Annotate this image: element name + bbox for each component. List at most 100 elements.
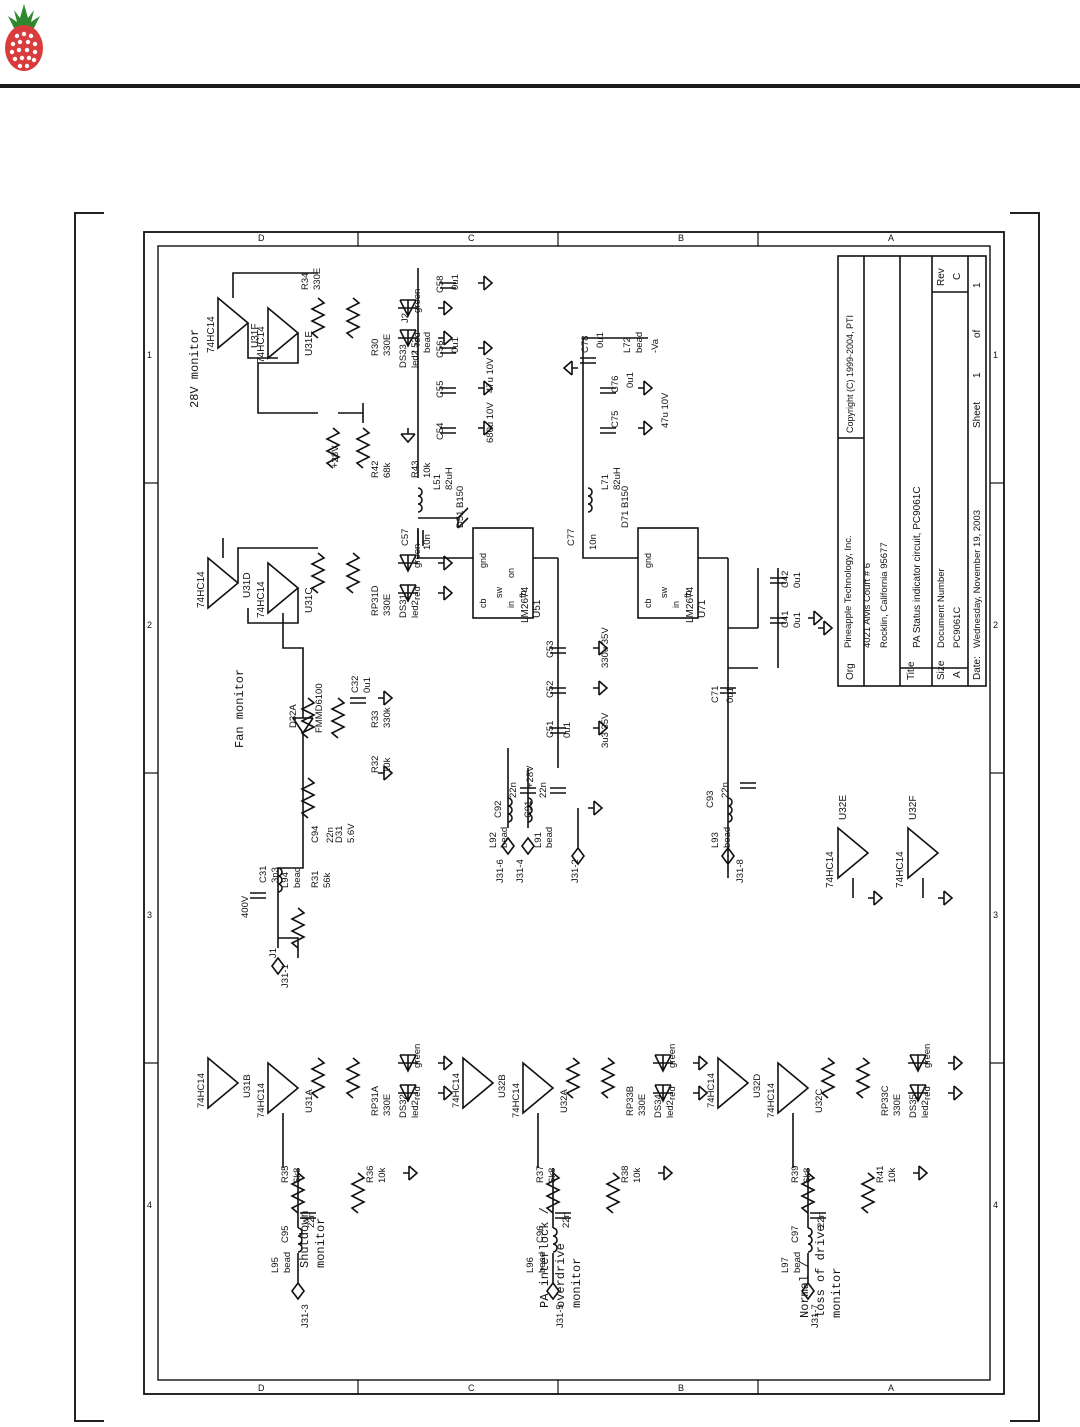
ds31-part: led2 xyxy=(410,600,421,618)
c53-ref: C53 xyxy=(545,641,556,658)
pineapple-logo xyxy=(5,4,43,71)
j31-3-label: J31-3 xyxy=(300,1304,311,1328)
regulator-u51: cb gnd sw in on fb LM2674 U51 L51 82uH C… xyxy=(400,268,611,883)
rp31d-val: 330E xyxy=(382,594,393,616)
j31-4-label: J31-4 xyxy=(515,859,526,883)
border-num-3-right: 3 xyxy=(993,910,998,920)
spare-inverters: 74HC14 U32E 74HC14 U32F xyxy=(825,795,953,906)
date-label: Date: xyxy=(972,656,983,680)
d71-part: B150 xyxy=(620,486,631,508)
j31-5-label: J31-5 xyxy=(555,1304,566,1328)
ds32-part: led2 xyxy=(410,1100,421,1118)
c76-ref: C76 xyxy=(610,376,621,393)
c32-val: 0u1 xyxy=(362,677,373,693)
regulator-u71: cb gnd sw in fb LM2674 U71 L71 82uH C77 … xyxy=(563,332,833,883)
c77-val: 10n xyxy=(588,534,599,550)
ds33-ref: DS33 xyxy=(398,344,409,368)
ds32-ref: DS32 xyxy=(398,1094,409,1118)
u32c-part: 74HC14 xyxy=(766,1083,777,1118)
l92-ref: L92 xyxy=(488,832,499,848)
l71-val: 82uH xyxy=(612,467,623,490)
u71-part: LM2674 xyxy=(685,586,696,623)
c51-ref: C51 xyxy=(545,721,556,738)
u32d-part: 74HC14 xyxy=(706,1073,717,1108)
u51-pin-in: in xyxy=(506,601,516,608)
c94-ref: C94 xyxy=(310,826,321,843)
monitor-shutdown: Shutdown monitor 74HC14 U31B 74HC14 U31A… xyxy=(196,1044,453,1328)
d32a-ref: D32A xyxy=(288,704,299,728)
r43-val: 10k xyxy=(422,462,433,478)
r42-val: 68k xyxy=(382,462,393,478)
c32-ref: C32 xyxy=(350,676,361,693)
u71-pin-in: in xyxy=(671,601,681,608)
shutdown-line-2: monitor xyxy=(314,1218,328,1268)
org-name: Pineapple Technology, Inc. xyxy=(843,535,854,648)
c76-val: 0u1 xyxy=(625,372,636,388)
of-value: 1 xyxy=(972,282,983,288)
l94-part: bead xyxy=(292,867,303,888)
c71-val: 0u1 xyxy=(725,687,736,703)
v400-label: 400V xyxy=(240,895,251,918)
u51-ref: U51 xyxy=(532,599,543,618)
ds34-red: red xyxy=(667,1086,678,1100)
u32d-ref: U32D xyxy=(752,1074,763,1098)
ds32-red: red xyxy=(412,1086,423,1100)
u51-pin-on: on xyxy=(506,568,516,578)
j31-7-label: J31-7 xyxy=(810,1304,821,1328)
j31-2-label: J31-2 xyxy=(570,859,581,883)
ds32-green: green xyxy=(412,1044,423,1068)
c95-val: 22n xyxy=(306,1212,317,1228)
l51-ref: L51 xyxy=(432,474,443,490)
c51-rating: 3u3 35V xyxy=(600,712,611,748)
u31c-part: 74HC14 xyxy=(256,581,267,618)
section-28v-title: 28V monitor xyxy=(188,329,202,408)
va-label: -Va xyxy=(650,338,661,353)
c93-val: 22n xyxy=(720,782,731,798)
monitor-normal: Normal / loss of drive monitor 74HC14 U3… xyxy=(706,1044,963,1328)
rev-label: Rev xyxy=(936,268,947,286)
u71-pin-cb: cb xyxy=(643,598,653,608)
rp33c-ref: RP33C xyxy=(880,1085,891,1116)
d31-ref: D31 xyxy=(334,826,345,843)
u51-part: LM2674 xyxy=(520,586,531,623)
c93-ref: C93 xyxy=(705,791,716,808)
d51-ref: D51 xyxy=(455,511,466,528)
sheet-label: Sheet xyxy=(972,402,983,428)
u31c-ref: U31C xyxy=(304,587,315,613)
rev-value: C xyxy=(952,273,963,280)
copyright-text: Copyright (C) 1999-2004, PTI xyxy=(845,315,855,433)
page-frame xyxy=(74,212,1040,1422)
u71-pin-gnd: gnd xyxy=(643,553,653,568)
rp31a-val: 330E xyxy=(382,1094,393,1116)
r36-ref: R36 xyxy=(365,1166,376,1183)
u32a-part: 74HC14 xyxy=(511,1083,522,1118)
l71-ref: L71 xyxy=(600,474,611,490)
ds33-part: led2 xyxy=(410,350,421,368)
l92-part: bead xyxy=(499,827,510,848)
r39-ref: R39 xyxy=(790,1166,801,1183)
c55-ref: C55 xyxy=(435,381,446,398)
section-fan-title: Fan monitor xyxy=(233,669,247,748)
r41-val: 10k xyxy=(887,1167,898,1183)
u31e-part: 74HC14 xyxy=(256,326,267,363)
r30-ref: R30 xyxy=(370,339,381,356)
border-num-1: 1 xyxy=(147,350,152,360)
c96-ref: C96 xyxy=(535,1226,546,1243)
ds31-ref: DS31 xyxy=(398,594,409,618)
r39-val: 6k8 xyxy=(802,1168,813,1183)
docnum-label: Document Number xyxy=(936,568,947,648)
j1-label: J1 xyxy=(268,948,279,958)
l96-part: bead xyxy=(537,1252,548,1273)
border-mark-d-bottom: D xyxy=(258,1383,265,1393)
d51-part: B150 xyxy=(455,486,466,508)
c55-val: 47u 10V xyxy=(485,357,496,393)
rp33b-val: 330E xyxy=(637,1094,648,1116)
monitor-28v: 28V monitor 74HC14 U31F 74HC14 U31E R34 … xyxy=(188,268,453,478)
u32b-ref: U32B xyxy=(497,1074,508,1098)
c95-ref: C95 xyxy=(280,1226,291,1243)
rp31d-ref: RP31D xyxy=(370,585,381,616)
border-mark-c-bottom: C xyxy=(468,1383,475,1393)
ds31-red: red xyxy=(412,586,423,600)
d71-ref: D71 xyxy=(620,511,631,528)
c75-ref: C75 xyxy=(610,411,621,428)
